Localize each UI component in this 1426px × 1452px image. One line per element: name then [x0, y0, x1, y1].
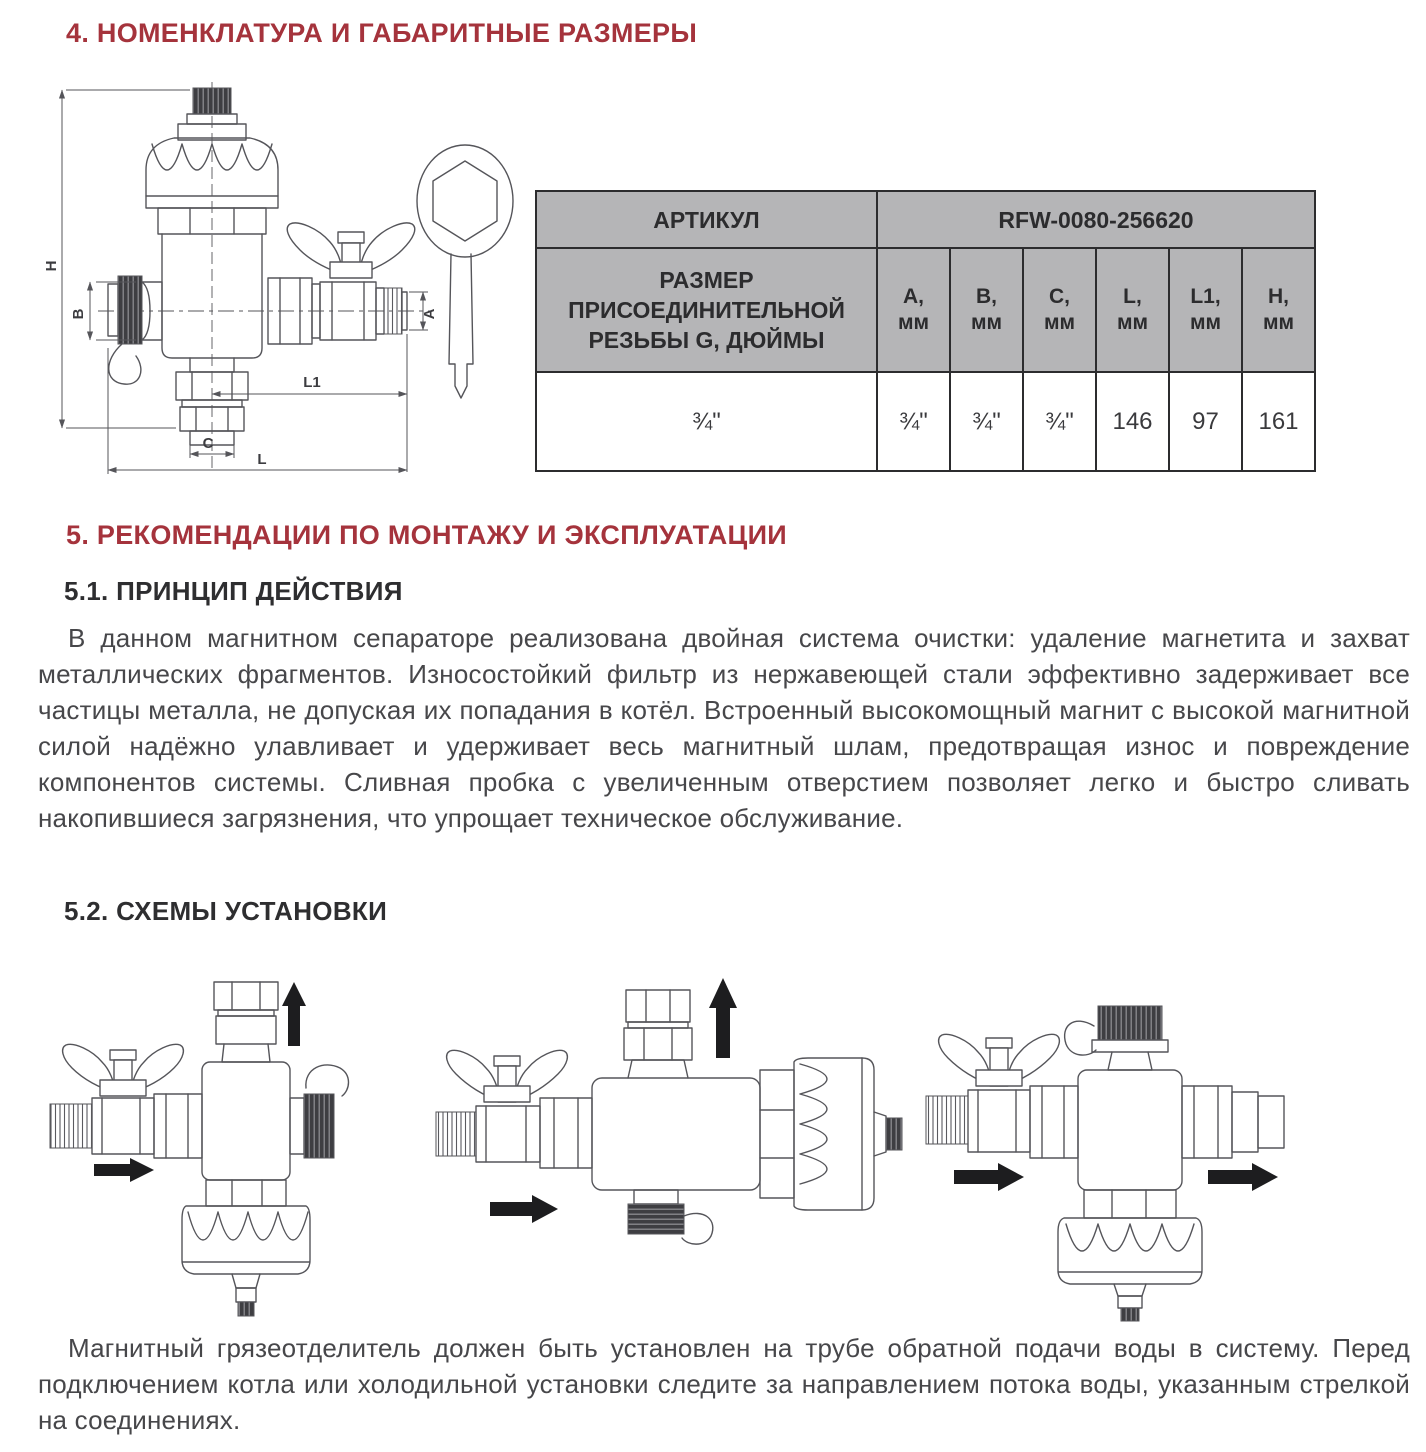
flow-arrow-right-icon [1208, 1163, 1278, 1191]
section4-title: 4. НОМЕНКЛАТУРА И ГАБАРИТНЫЕ РАЗМЕРЫ [66, 18, 698, 48]
unit-cell-b: B, мм [949, 247, 1024, 373]
unit-cell-l: L, мм [1095, 247, 1170, 373]
value-cell-a: ¾" [876, 371, 951, 472]
size-label-cell: РАЗМЕР ПРИСОЕДИНИТЕЛЬНОЙ РЕЗЬБЫ G, ДЮЙМЫ [535, 247, 878, 373]
unit-cell-h: H, мм [1241, 247, 1316, 373]
service-wrench [416, 144, 514, 399]
unit-cell-l1: L1, мм [1168, 247, 1243, 373]
scheme1-device [49, 981, 350, 1317]
dimensions-table: АРТИКУЛ RFW-0080-256620 РАЗМЕР ПРИСОЕДИН… [535, 190, 1316, 472]
flow-arrow-up-icon [709, 978, 737, 1058]
value-cell-c: ¾" [1022, 371, 1097, 472]
dim-label-b: B [70, 308, 87, 319]
flow-arrow-right-icon [490, 1195, 558, 1223]
installation-scheme-1 [49, 981, 350, 1317]
dimensional-drawing: H B A L1 C L [43, 82, 514, 474]
value-cell-l1: 97 [1168, 371, 1243, 472]
dim-label-a: A [421, 308, 438, 319]
size-value-cell: ¾" [535, 371, 878, 472]
dim-label-l1: L1 [303, 374, 321, 391]
scheme3-device [925, 1005, 1285, 1322]
flow-arrow-right-icon [94, 1158, 154, 1182]
value-cell-l: 146 [1095, 371, 1170, 472]
unit-cell-a: A, мм [876, 247, 951, 373]
unit-cell-c: C, мм [1022, 247, 1097, 373]
dimension-lines: H B A L1 C L [43, 89, 438, 474]
value-cell-b: ¾" [949, 371, 1024, 472]
dim-label-h: H [43, 261, 60, 272]
dim-label-c: C [203, 435, 214, 452]
section5-1-title: 5.1. ПРИНЦИП ДЕЙСТВИЯ [64, 576, 403, 606]
closing-paragraph: Магнитный грязеотделитель должен быть ус… [38, 1333, 1410, 1435]
flow-arrow-right-icon [954, 1163, 1024, 1191]
installation-scheme-2 [435, 978, 903, 1245]
separator-front-view [107, 87, 416, 446]
dim-label-l: L [257, 451, 266, 468]
installation-scheme-3 [925, 1005, 1285, 1322]
value-cell-h: 161 [1241, 371, 1316, 472]
section5-2-title: 5.2. СХЕМЫ УСТАНОВКИ [64, 896, 388, 926]
flow-arrow-up-icon [282, 982, 306, 1046]
principle-paragraph: В данном магнитном сепараторе реализован… [38, 623, 1410, 833]
section5-title: 5. РЕКОМЕНДАЦИИ ПО МОНТАЖУ И ЭКСПЛУАТАЦИ… [66, 520, 787, 550]
artikul-label-cell: АРТИКУЛ [535, 190, 878, 249]
artikul-value-cell: RFW-0080-256620 [876, 190, 1316, 249]
scheme2-device [435, 989, 903, 1245]
